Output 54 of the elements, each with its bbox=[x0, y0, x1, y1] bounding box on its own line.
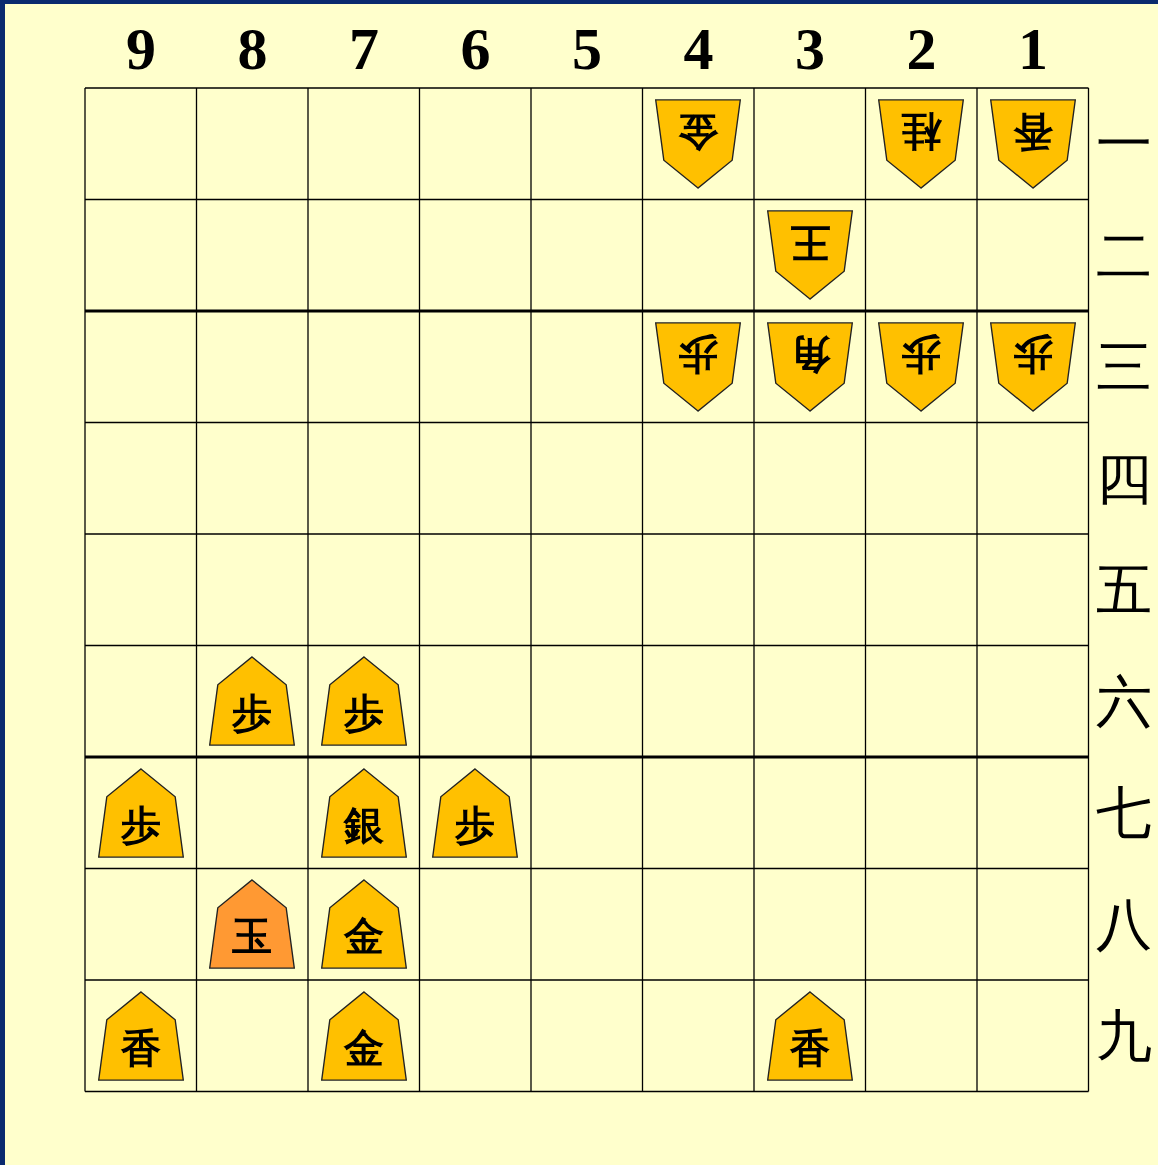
row-number: 一 bbox=[1096, 110, 1153, 178]
column-number: 2 bbox=[905, 15, 938, 84]
row-number: 四 bbox=[1096, 444, 1153, 513]
row-number: 二 bbox=[1096, 221, 1153, 290]
piece-label: 銀 bbox=[342, 801, 385, 848]
piece-label: 王 bbox=[788, 220, 831, 267]
piece-label: 歩 bbox=[900, 331, 943, 378]
shogi-piece bbox=[318, 656, 409, 747]
piece-label: 歩 bbox=[677, 331, 720, 378]
column-number: 7 bbox=[348, 15, 380, 84]
piece-label: 歩 bbox=[119, 801, 162, 848]
row-number: 九 bbox=[1096, 1002, 1153, 1070]
shogi-piece bbox=[653, 321, 744, 412]
piece-label: 角 bbox=[788, 331, 832, 378]
row-number: 三 bbox=[1096, 333, 1153, 401]
piece-label: 歩 bbox=[231, 690, 274, 737]
shogi-piece bbox=[987, 98, 1078, 189]
piece-label: 歩 bbox=[342, 690, 385, 737]
column-number: 5 bbox=[571, 15, 603, 84]
column-number: 6 bbox=[459, 15, 492, 84]
column-number: 8 bbox=[236, 15, 269, 84]
shogi-piece bbox=[207, 656, 298, 747]
piece-label: 金 bbox=[342, 913, 385, 960]
shogi-piece bbox=[318, 879, 409, 970]
piece-label: 歩 bbox=[454, 801, 497, 848]
shogi-piece bbox=[653, 98, 744, 189]
shogi-piece bbox=[764, 990, 855, 1081]
piece-label: 香 bbox=[119, 1024, 162, 1071]
shogi-piece bbox=[430, 767, 521, 858]
row-number: 七 bbox=[1096, 779, 1153, 847]
column-number: 9 bbox=[125, 15, 157, 84]
piece-label: 金 bbox=[677, 108, 720, 155]
row-number: 八 bbox=[1096, 890, 1153, 959]
shogi-piece bbox=[318, 767, 409, 858]
column-number: 4 bbox=[682, 15, 715, 84]
piece-label: 金 bbox=[342, 1024, 385, 1071]
row-number: 六 bbox=[1096, 667, 1153, 736]
shogi-piece bbox=[95, 767, 186, 858]
shogi-piece bbox=[876, 321, 967, 412]
shogi-piece bbox=[318, 990, 409, 1081]
shogi-piece bbox=[207, 879, 298, 970]
piece-label: 歩 bbox=[1011, 331, 1054, 378]
shogi-piece bbox=[764, 321, 855, 412]
piece-label: 香 bbox=[788, 1024, 831, 1071]
row-number: 五 bbox=[1096, 556, 1153, 624]
piece-label: 桂 bbox=[900, 108, 943, 155]
piece-label: 玉 bbox=[231, 913, 274, 960]
shogi-piece bbox=[987, 321, 1078, 412]
shogi-piece bbox=[764, 210, 855, 301]
column-number: 1 bbox=[1017, 15, 1049, 84]
piece-label: 香 bbox=[1011, 108, 1054, 155]
shogi-piece bbox=[876, 98, 967, 189]
shogi-piece bbox=[95, 990, 186, 1081]
column-number: 3 bbox=[794, 15, 826, 84]
